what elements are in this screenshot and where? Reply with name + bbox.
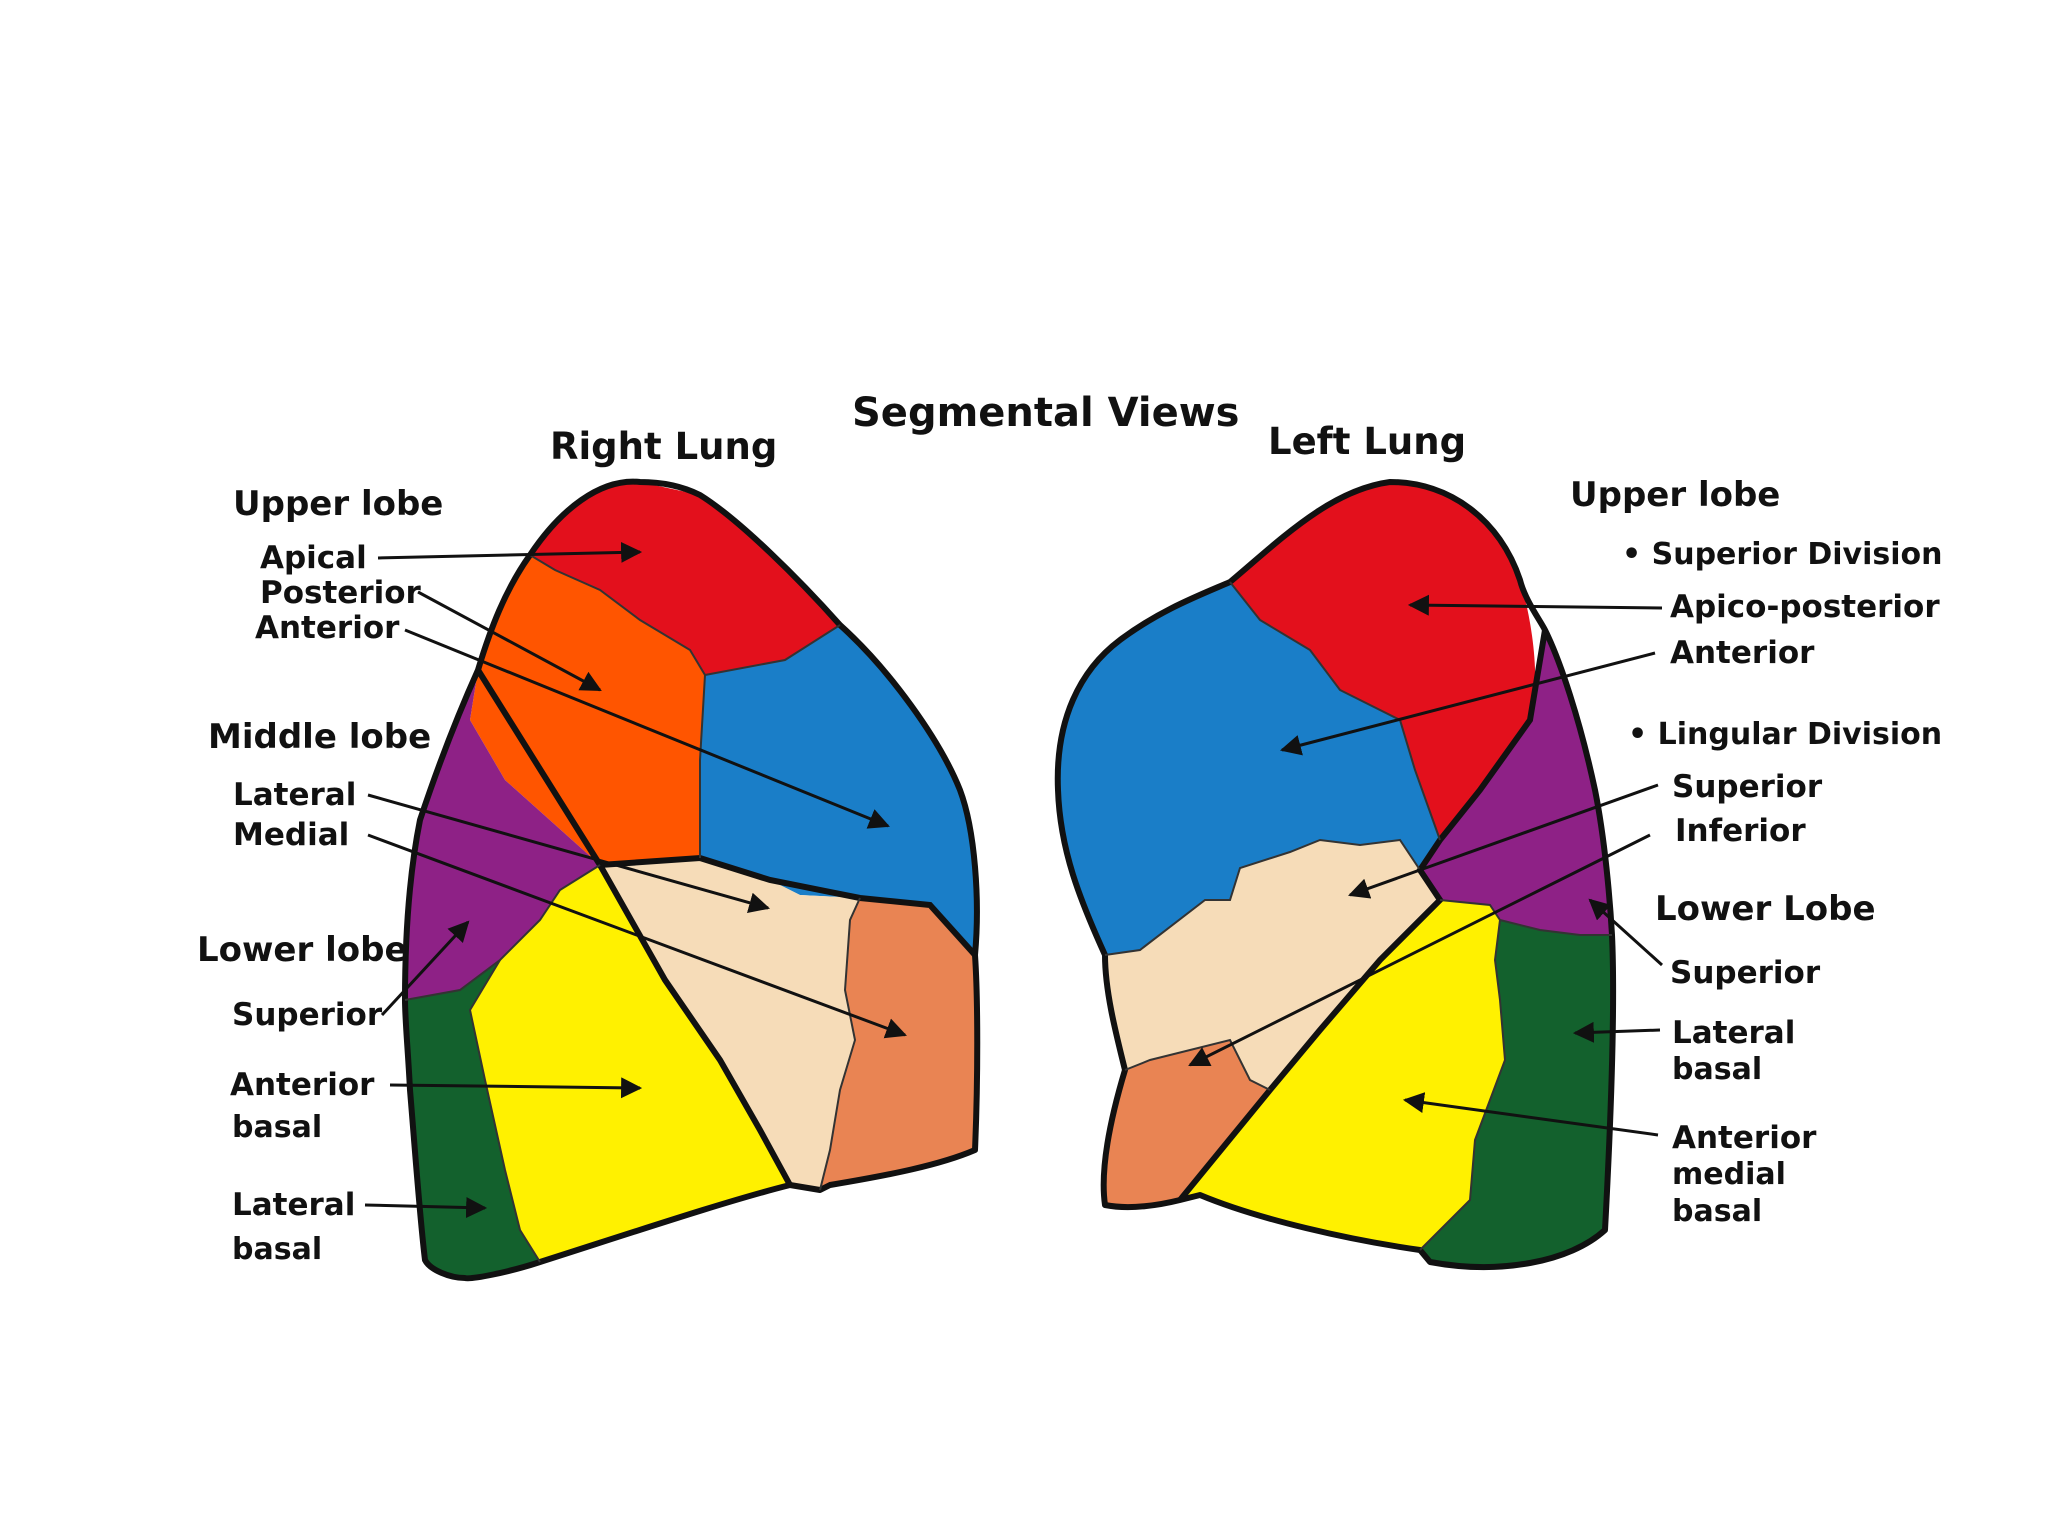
- left-lower-lobe-label: Lower Lobe: [1655, 889, 1876, 929]
- arrow-anterior: [404, 628, 890, 829]
- arrow-anterior-basal-right: [389, 1077, 643, 1099]
- right-anterior-segment: [700, 625, 979, 955]
- left-apico-posterior-segment: [1230, 482, 1536, 840]
- right-anterior-basal-label-1: Anterior: [230, 1067, 375, 1103]
- left-apico-posterior-label: Apico-posterior: [1670, 589, 1940, 625]
- right-medial-lateral-segment: [600, 858, 860, 1190]
- arrow-superior-left: [1588, 898, 1664, 967]
- right-lung-outline: [402, 478, 981, 1282]
- right-anterior-basal-label-2: basal: [232, 1110, 323, 1145]
- left-upper-lobe-label: Upper lobe: [1570, 475, 1781, 515]
- diagram-title: Segmental Views: [852, 390, 1240, 436]
- right-lower-lobe-label: Lower lobe: [197, 930, 408, 970]
- right-lung: [402, 478, 981, 1282]
- left-lateral-basal-label-1: Lateral: [1672, 1015, 1796, 1051]
- arrow-superior-right: [380, 920, 470, 1017]
- left-anterior-medial-basal-segment: [1180, 900, 1505, 1250]
- right-lateral-label: Lateral: [233, 777, 357, 813]
- right-upper-lobe-label: Upper lobe: [233, 484, 444, 524]
- left-lingular-superior-label: Superior: [1672, 769, 1823, 805]
- left-lingula-inferior-segment: [1105, 840, 1440, 1090]
- left-anterior-label: Anterior: [1670, 635, 1815, 671]
- right-posterior-segment: [470, 555, 705, 865]
- left-lung-outline: [1054, 479, 1617, 1270]
- arrow-lateral-basal-right: [364, 1197, 488, 1219]
- right-medial-label: Medial: [233, 817, 350, 853]
- right-apical-segment: [530, 481, 840, 675]
- left-lung-title: Left Lung: [1268, 420, 1467, 463]
- right-superior-label: Superior: [232, 997, 383, 1033]
- left-anterior-medial-basal-label-2: medial: [1672, 1157, 1786, 1192]
- left-lower-superior-label: Superior: [1670, 955, 1821, 991]
- right-lateral-basal-label-2: basal: [232, 1232, 323, 1267]
- right-superior-segment: [405, 670, 600, 1000]
- right-anterior-label: Anterior: [255, 610, 400, 646]
- right-lateral-basal-label-1: Lateral: [232, 1187, 356, 1223]
- left-lingula-superior-lobe-segment: [1420, 630, 1612, 935]
- right-lateral-basal-segment: [405, 960, 540, 1279]
- left-anterior-segment: [1057, 582, 1440, 955]
- arrow-lateral: [367, 793, 771, 913]
- left-lingular-inferior-label: Inferior: [1675, 813, 1806, 849]
- arrow-anterior-medial-basal: [1402, 1092, 1659, 1137]
- arrow-apical: [377, 541, 643, 563]
- right-posterior-label: Posterior: [260, 575, 421, 611]
- left-lateral-basal-segment: [1420, 920, 1614, 1267]
- left-superior-division-label: • Superior Division: [1622, 537, 1943, 572]
- right-anterior-basal-segment: [470, 865, 790, 1262]
- arrow-anterior-left: [1279, 651, 1656, 756]
- arrow-lateral-basal-left: [1572, 1021, 1661, 1043]
- left-anterior-medial-basal-label-3: basal: [1672, 1194, 1763, 1229]
- right-medial-basal-segment: [820, 898, 978, 1190]
- left-lingular-division-label: • Lingular Division: [1628, 717, 1943, 752]
- arrow-lingular-inferior: [1188, 833, 1651, 1067]
- left-anterior-medial-basal-label-1: Anterior: [1672, 1120, 1817, 1156]
- right-apical-label: Apical: [260, 540, 367, 576]
- left-lateral-basal-label-2: basal: [1672, 1052, 1763, 1087]
- arrow-posterior: [417, 590, 602, 692]
- arrow-lingular-superior: [1348, 783, 1659, 899]
- left-lung: [1054, 479, 1617, 1270]
- right-lung-title: Right Lung: [550, 425, 778, 468]
- arrow-apico-posterior: [1407, 594, 1663, 616]
- left-inferior-lingula-segment: [1103, 1040, 1270, 1208]
- leader-arrows: [364, 541, 1664, 1219]
- arrow-medial: [367, 833, 907, 1039]
- right-middle-lobe-label: Middle lobe: [208, 717, 432, 757]
